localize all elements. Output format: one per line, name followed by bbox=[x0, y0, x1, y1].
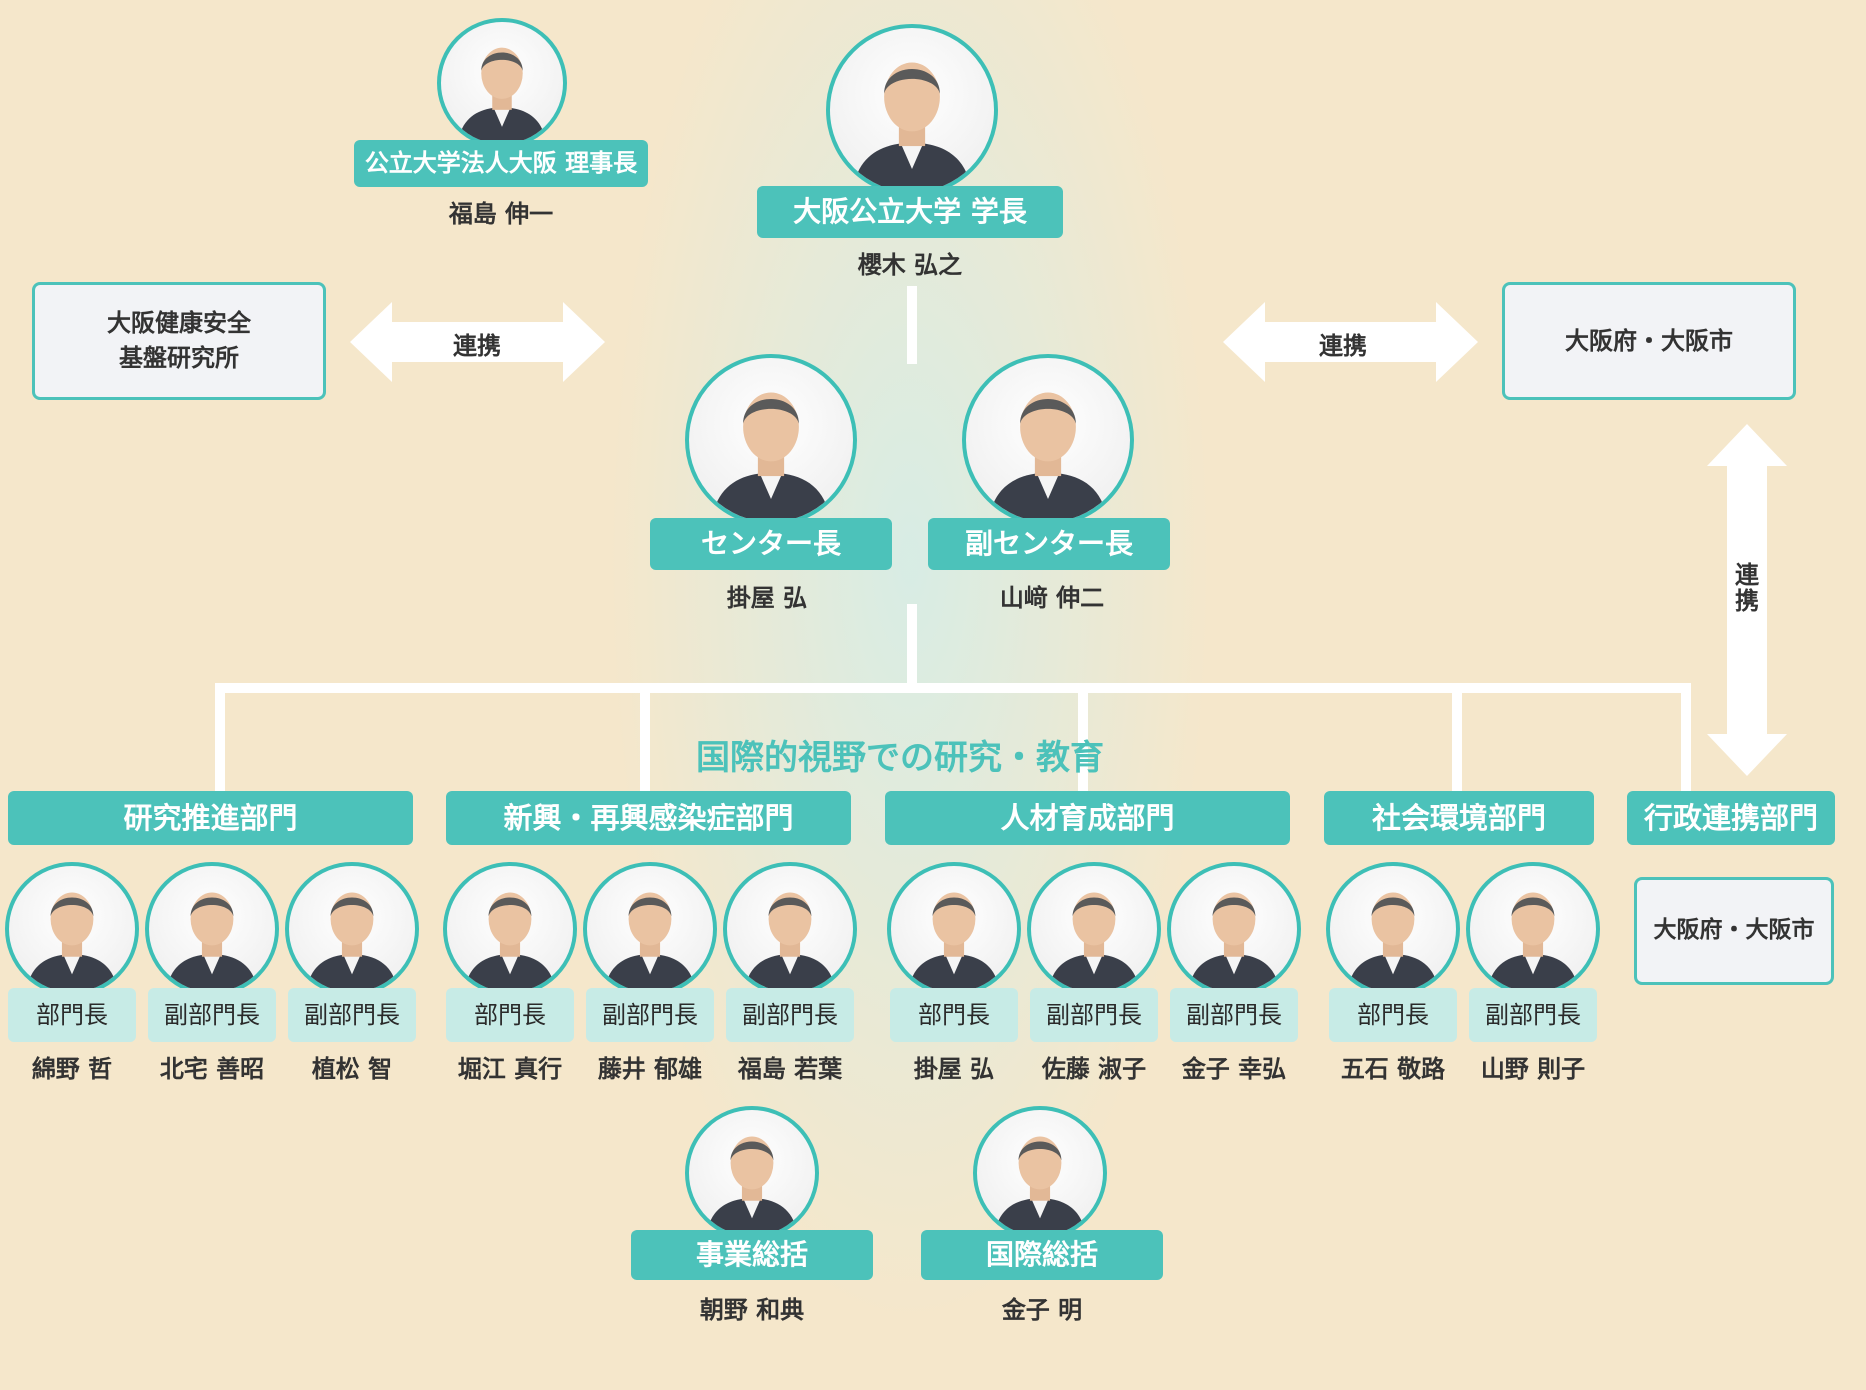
partner-box-government: 大阪府・大阪市 bbox=[1502, 282, 1796, 400]
member-name: 掛屋 弘 bbox=[913, 1055, 995, 1083]
member-role: 部門長 bbox=[890, 988, 1018, 1042]
link-label-vertical: 連 携 bbox=[1735, 561, 1759, 616]
supervisor-photo-business bbox=[685, 1106, 819, 1240]
dept-header-administration: 行政連携部門 bbox=[1627, 791, 1835, 845]
director-photo bbox=[685, 354, 857, 526]
member-photo bbox=[1167, 862, 1301, 996]
member-photo bbox=[145, 862, 279, 996]
dept-header-education: 人材育成部門 bbox=[885, 791, 1290, 845]
member-role: 副部門長 bbox=[1030, 988, 1158, 1042]
connector-president bbox=[907, 286, 917, 364]
bidirectional-arrow-left bbox=[350, 302, 605, 382]
supervisor-photo-international bbox=[973, 1106, 1107, 1240]
vice-director-title: 副センター長 bbox=[928, 518, 1170, 570]
member-photo bbox=[443, 862, 577, 996]
member-role: 副部門長 bbox=[288, 988, 416, 1042]
dept-header-social: 社会環境部門 bbox=[1324, 791, 1594, 845]
member-role: 副部門長 bbox=[148, 988, 276, 1042]
supervisor-title-international: 国際総括 bbox=[921, 1230, 1163, 1280]
connector-horizontal bbox=[215, 683, 1691, 693]
connector-dept-5 bbox=[1681, 683, 1691, 793]
vice-director-photo bbox=[962, 354, 1134, 526]
president-title: 大阪公立大学 学長 bbox=[757, 186, 1063, 238]
member-name: 五石 敬路 bbox=[1340, 1055, 1446, 1083]
member-photo bbox=[5, 862, 139, 996]
dept-header-infectious: 新興・再興感染症部門 bbox=[446, 791, 851, 845]
director-name: 掛屋 弘 bbox=[726, 584, 808, 612]
member-name: 佐藤 淑子 bbox=[1041, 1055, 1147, 1083]
connector-dept-1 bbox=[215, 683, 225, 793]
member-role: 副部門長 bbox=[726, 988, 854, 1042]
president-photo bbox=[826, 24, 998, 196]
partner-box-institute: 大阪健康安全 基盤研究所 bbox=[32, 282, 326, 400]
member-role: 部門長 bbox=[446, 988, 574, 1042]
member-photo bbox=[1027, 862, 1161, 996]
dept-header-research: 研究推進部門 bbox=[8, 791, 413, 845]
president-name: 櫻木 弘之 bbox=[857, 251, 963, 279]
member-photo bbox=[285, 862, 419, 996]
connector-dept-2 bbox=[640, 683, 650, 793]
dept-box-government: 大阪府・大阪市 bbox=[1634, 877, 1834, 985]
member-name: 福島 若葉 bbox=[737, 1055, 843, 1083]
member-name: 植松 智 bbox=[311, 1055, 393, 1083]
bidirectional-arrow-right bbox=[1223, 302, 1478, 382]
supervisor-name-international: 金子 明 bbox=[1001, 1296, 1083, 1324]
bidirectional-arrow-vertical bbox=[1707, 424, 1787, 776]
member-name: 藤井 郁雄 bbox=[597, 1055, 703, 1083]
supervisor-name-business: 朝野 和典 bbox=[699, 1296, 805, 1324]
member-name: 綿野 哲 bbox=[31, 1055, 113, 1083]
vice-director-name: 山﨑 伸二 bbox=[999, 584, 1105, 612]
member-role: 副部門長 bbox=[1469, 988, 1597, 1042]
member-photo bbox=[887, 862, 1021, 996]
link-label-right: 連携 bbox=[1319, 332, 1367, 360]
member-photo bbox=[723, 862, 857, 996]
member-photo bbox=[1326, 862, 1460, 996]
chairman-photo bbox=[437, 18, 567, 148]
connector-dept-3 bbox=[1078, 683, 1088, 793]
member-name: 金子 幸弘 bbox=[1181, 1055, 1287, 1083]
member-role: 副部門長 bbox=[1170, 988, 1298, 1042]
member-role: 副部門長 bbox=[586, 988, 714, 1042]
member-photo bbox=[1466, 862, 1600, 996]
member-role: 部門長 bbox=[8, 988, 136, 1042]
connector-center-trunk bbox=[907, 604, 917, 690]
director-title: センター長 bbox=[650, 518, 892, 570]
member-name: 堀江 真行 bbox=[457, 1055, 563, 1083]
member-name: 山野 則子 bbox=[1480, 1055, 1586, 1083]
link-label-left: 連携 bbox=[453, 332, 501, 360]
chairman-title: 公立大学法人大阪 理事長 bbox=[354, 140, 648, 187]
supervisor-title-business: 事業総括 bbox=[631, 1230, 873, 1280]
member-role: 部門長 bbox=[1329, 988, 1457, 1042]
chairman-name: 福島 伸一 bbox=[448, 200, 554, 228]
member-name: 北宅 善昭 bbox=[159, 1055, 265, 1083]
tagline: 国際的視野での研究・教育 bbox=[696, 738, 1104, 778]
member-photo bbox=[583, 862, 717, 996]
connector-dept-4 bbox=[1452, 683, 1462, 793]
